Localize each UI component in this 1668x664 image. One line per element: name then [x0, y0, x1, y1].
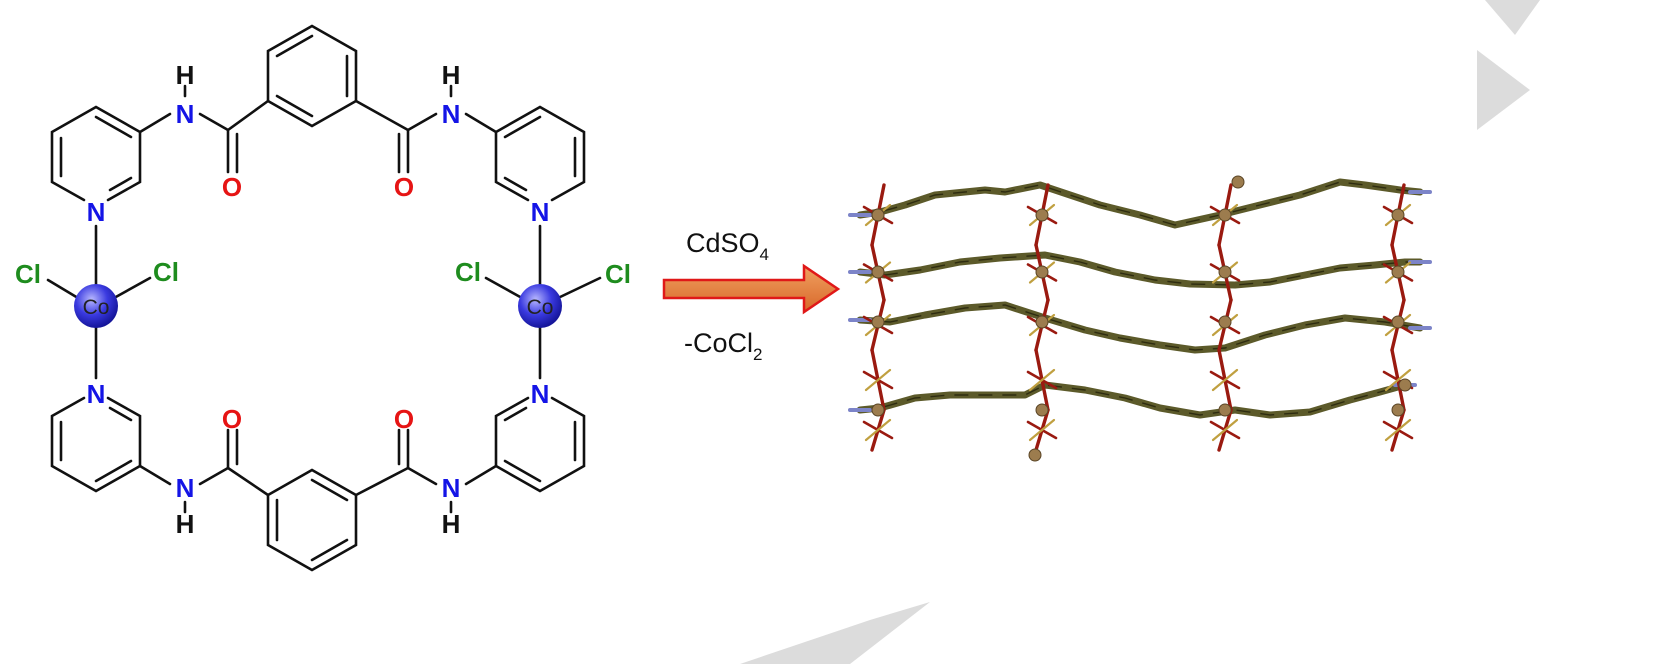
chloride-left-inner: Cl: [153, 257, 179, 287]
cadmium-node-3-1: [1218, 208, 1232, 222]
cadmium-node-4-4: [1391, 403, 1405, 417]
watermark-triangle-top: [1485, 0, 1540, 35]
sulfate-oxygen-b-3-4: [1211, 368, 1239, 392]
sulfate-oxygen-b-1-5: [864, 418, 892, 442]
sulfate-oxygen-b-2-4: [1028, 368, 1056, 392]
reaction-arrow-group: CdSO4 -CoCl2: [662, 228, 841, 364]
chloride-left-outer: Cl: [15, 259, 41, 289]
co-label-right: Co: [527, 296, 554, 319]
carbonyl-o-top-left: O: [222, 172, 242, 202]
cadmium-node-2-2: [1035, 265, 1049, 279]
pyridine-bottom-left: [50, 396, 142, 493]
amide-h-top-left: H: [176, 60, 195, 90]
sulfate-oxygen-b-2-5: [1028, 418, 1056, 442]
ligand-strand-shade-1: [859, 181, 1421, 226]
pyridine-n-bottom-left: N: [87, 379, 106, 409]
cadmium-terminal-4: [871, 208, 885, 222]
cobalt-atom-left: Co: [74, 284, 118, 328]
reaction-arrow: [662, 263, 841, 315]
sulfate-oxygen-b-1-4: [864, 368, 892, 392]
ligand-strand-1: [856, 178, 1424, 229]
top-benzene-ring: [266, 24, 358, 128]
pyridine-top-left: [50, 105, 142, 202]
cadmium-node-1-3: [871, 315, 885, 329]
cobalt-atom-right: Co: [518, 284, 562, 328]
sulfate-oxygen-b-3-5: [1211, 418, 1239, 442]
cadmium-node-2-1: [1035, 208, 1049, 222]
chloride-right-outer: Cl: [605, 259, 631, 289]
cadmium-node-1-4: [871, 403, 885, 417]
sulfate-oxygen-b-4-5: [1384, 418, 1412, 442]
carbonyl-o-bottom-left: O: [222, 404, 242, 434]
amide-bottom-right: [354, 428, 498, 514]
cadmium-terminal-2: [1028, 448, 1042, 462]
cadmium-node-1-2: [871, 265, 885, 279]
reagent-bottom: -CoCl2: [684, 328, 762, 364]
watermark-triangle-bottom: [740, 602, 930, 664]
sulfate-oxygen-b-4-4: [1384, 368, 1412, 392]
atom-labels: N N N N N N N N H H H H O O O O Cl Cl Cl…: [15, 60, 631, 539]
amide-top-left: [138, 84, 270, 174]
carbonyl-o-bottom-right: O: [394, 404, 414, 434]
cadmium-node-2-3: [1035, 315, 1049, 329]
amide-bottom-left: [138, 428, 270, 514]
reagent-top-subscript: 4: [760, 245, 769, 264]
co-label-left: Co: [83, 296, 110, 319]
reagent-bottom-main: -CoCl: [684, 328, 753, 358]
bottom-benzene-ring: [266, 468, 358, 572]
cadmium-node-4-1: [1391, 208, 1405, 222]
reagent-bottom-subscript: 2: [753, 345, 762, 364]
carbonyl-o-top-right: O: [394, 172, 414, 202]
pyridine-n-top-left: N: [87, 197, 106, 227]
cadmium-terminal-3: [1398, 378, 1412, 392]
cadmium-node-3-2: [1218, 265, 1232, 279]
dinuclear-cobalt-macrocycle: Co Co N N N N N N N N H H H H O O O O: [15, 24, 631, 572]
amide-n-top-right: N: [442, 99, 461, 129]
pyridine-n-bottom-right: N: [531, 379, 550, 409]
amide-h-bottom-left: H: [176, 509, 195, 539]
watermark-shapes: [740, 0, 1540, 664]
amide-h-bottom-right: H: [442, 509, 461, 539]
chloride-right-inner: Cl: [455, 257, 481, 287]
watermark-triangle-right: [1477, 50, 1530, 130]
reagent-top-main: CdSO: [686, 228, 760, 258]
cadmium-node-4-3: [1391, 315, 1405, 329]
ligand-strand-shade-2: [859, 254, 1420, 286]
cadmium-node-3-3: [1218, 315, 1232, 329]
cadmium-node-4-2: [1391, 265, 1405, 279]
amide-n-bottom-left: N: [176, 473, 195, 503]
cadmium-node-3-4: [1218, 403, 1232, 417]
cobalt-coordination-bonds: [46, 224, 602, 380]
amide-n-top-left: N: [176, 99, 195, 129]
cadmium-terminal-1: [1231, 175, 1245, 189]
reagent-top: CdSO4: [686, 228, 769, 264]
cadmium-node-2-4: [1035, 403, 1049, 417]
pyridine-top-right: [494, 105, 586, 202]
crystal-structure-network: [848, 175, 1432, 462]
amide-top-right: [354, 84, 498, 174]
ligand-strand-3: [856, 301, 1424, 354]
amide-n-bottom-right: N: [442, 473, 461, 503]
amide-h-top-right: H: [442, 60, 461, 90]
pyridine-bottom-right: [494, 396, 586, 493]
pyridine-n-top-right: N: [531, 197, 550, 227]
ligand-strand-2: [856, 251, 1424, 289]
ligand-strand-shade-4: [859, 384, 1406, 416]
